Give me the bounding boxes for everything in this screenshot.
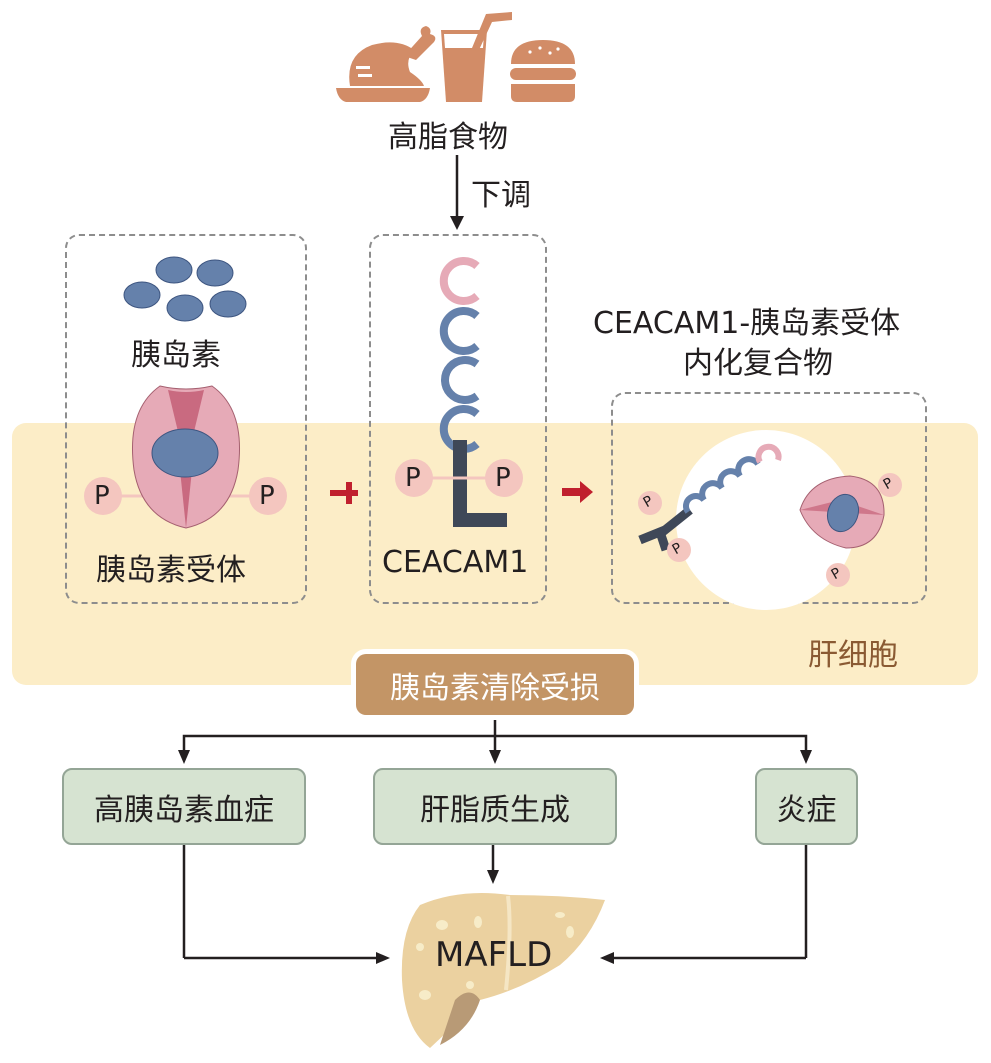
insulin-molecule xyxy=(209,290,247,318)
hepatocyte-label: 肝细胞 xyxy=(808,638,898,673)
arrowheads xyxy=(178,750,812,964)
liver-icon xyxy=(401,892,605,1048)
connector-lines xyxy=(182,715,808,960)
outcome-label: 高胰岛素血症 xyxy=(94,792,274,828)
burger-icon xyxy=(510,40,576,102)
phospho-left xyxy=(84,477,122,515)
insulin-receptor-label: 胰岛素受体 xyxy=(96,553,246,588)
receptor-phospho-right: P xyxy=(259,481,275,511)
outcome-lipogenesis: 肝脂质生成 xyxy=(373,768,617,845)
high-fat-food-label: 高脂食物 xyxy=(388,120,508,155)
mafld-label: MAFLD xyxy=(435,935,553,975)
insulin-molecules xyxy=(123,256,247,322)
ceacam1-box xyxy=(369,234,547,604)
right-arrow-icon xyxy=(562,481,593,503)
plus-icon xyxy=(330,482,358,504)
complex-title-line1: CEACAM1-胰岛素受体 xyxy=(593,306,901,341)
receptor-phospho-left: P xyxy=(94,481,110,511)
arrowhead xyxy=(450,216,464,230)
outcome-inflammation: 炎症 xyxy=(755,768,858,845)
chicken-icon xyxy=(336,26,436,102)
outcome-hyperinsulinemia: 高胰岛素血症 xyxy=(62,768,306,845)
complex-receptor-icon xyxy=(799,475,885,549)
impaired-insulin-clearance-label: 胰岛素清除受损 xyxy=(390,670,600,706)
ceacam1-phospho-right: P xyxy=(495,463,511,493)
insulin-receptor-box xyxy=(65,234,307,604)
insulin-molecule xyxy=(166,294,204,322)
insulin-molecule xyxy=(155,256,193,284)
outcome-label: 炎症 xyxy=(776,792,837,828)
ceacam1-label: CEACAM1 xyxy=(382,545,529,580)
insulin-molecule xyxy=(123,281,161,309)
complex-title-line2: 内化复合物 xyxy=(683,346,833,381)
drink-icon xyxy=(441,12,512,102)
complex-ceacam1-icon xyxy=(638,443,782,552)
impaired-insulin-clearance-box: 胰岛素清除受损 xyxy=(356,654,634,715)
insulin-receptor-icon xyxy=(84,385,287,529)
insulin-label: 胰岛素 xyxy=(131,338,221,373)
downregulation-label: 下调 xyxy=(471,178,531,213)
ceacam1-icon xyxy=(395,257,523,527)
ceacam1-phospho-left: P xyxy=(405,463,421,493)
phospho-right xyxy=(249,477,287,515)
insulin-molecule xyxy=(196,259,234,287)
outcome-label: 肝脂质生成 xyxy=(420,792,570,828)
complex-phospho-groups xyxy=(638,473,902,587)
